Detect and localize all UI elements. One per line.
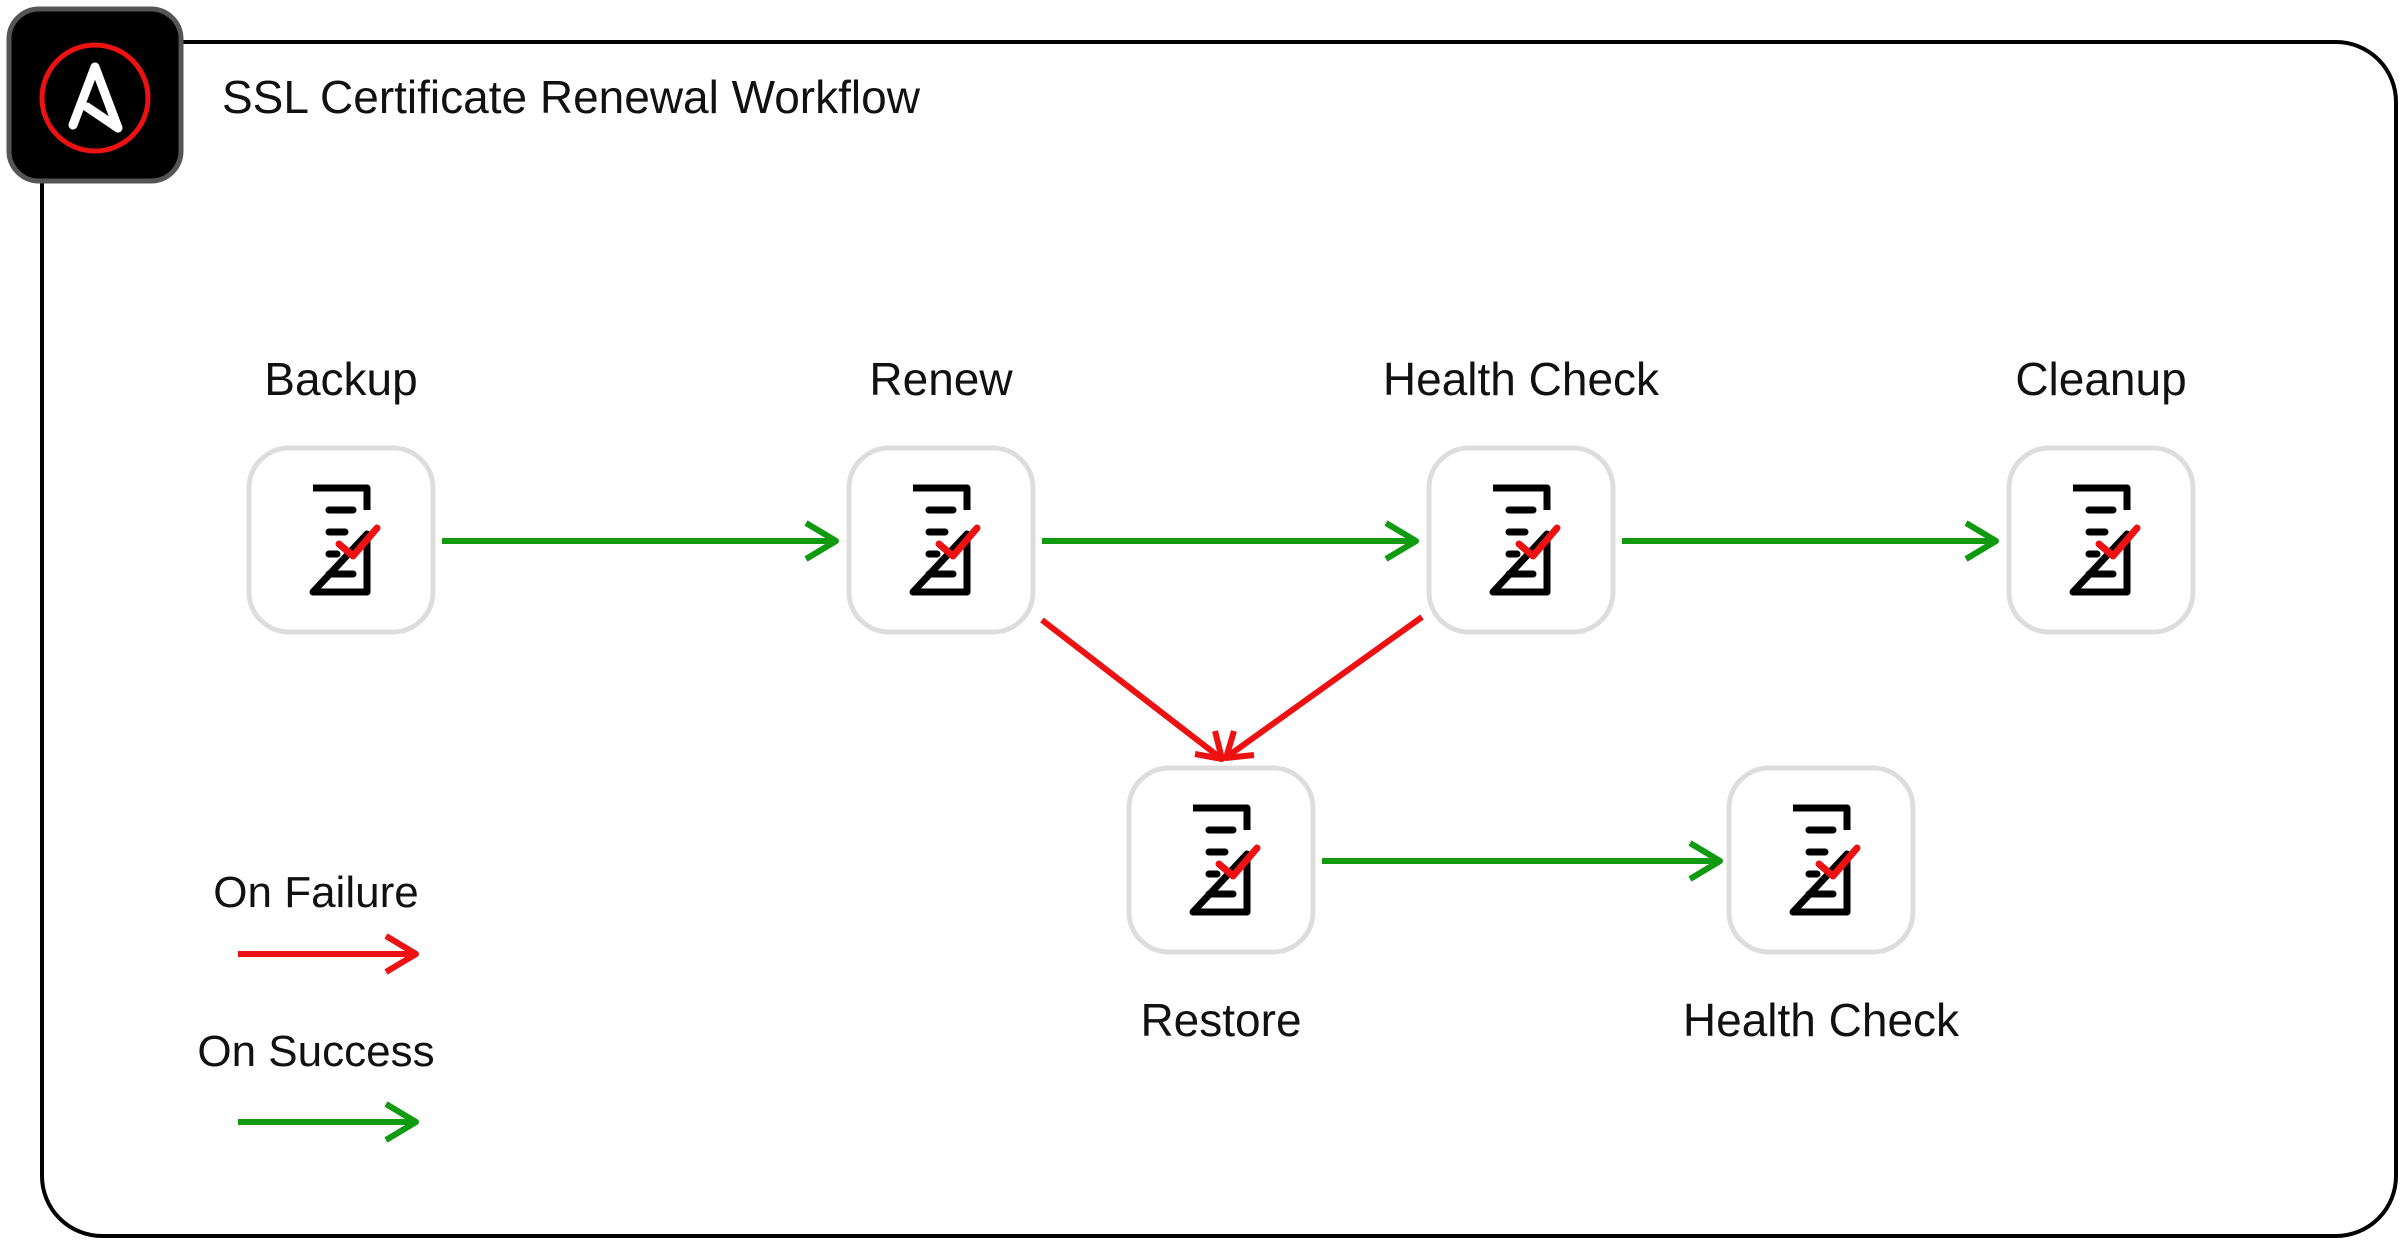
legend: On Failure On Success	[197, 868, 435, 1143]
edge-renew-restore-failure	[1040, 617, 1225, 762]
legend-failure-arrow	[238, 933, 419, 975]
edge-health-check-cleanup	[1622, 520, 1999, 562]
node-label-health-check: Health Check	[1383, 353, 1660, 405]
node-cleanup[interactable]: Cleanup	[2006, 353, 2196, 635]
node-renew[interactable]: Renew	[846, 353, 1036, 635]
edge-health-check-restore-failure	[1223, 614, 1424, 761]
ansible-logo	[6, 6, 184, 184]
node-label-cleanup: Cleanup	[2015, 353, 2186, 405]
legend-success-label: On Success	[197, 1027, 434, 1076]
node-label-renew: Renew	[869, 353, 1013, 405]
edge-backup-renew	[442, 520, 839, 562]
workflow-frame	[40, 40, 2398, 1238]
node-label-health-check-2: Health Check	[1683, 994, 1960, 1046]
node-label-restore: Restore	[1140, 994, 1301, 1046]
node-label-backup: Backup	[264, 353, 417, 405]
node-health-check-2[interactable]: Health Check	[1683, 765, 1960, 1046]
node-backup[interactable]: Backup	[246, 353, 436, 635]
workflow-title: SSL Certificate Renewal Workflow	[222, 71, 920, 123]
node-restore[interactable]: Restore	[1126, 765, 1316, 1046]
legend-success-arrow	[238, 1101, 419, 1143]
node-health-check[interactable]: Health Check	[1383, 353, 1660, 635]
legend-failure-label: On Failure	[213, 868, 418, 917]
edge-renew-health-check	[1042, 520, 1419, 562]
edge-restore-health-check	[1322, 840, 1723, 882]
